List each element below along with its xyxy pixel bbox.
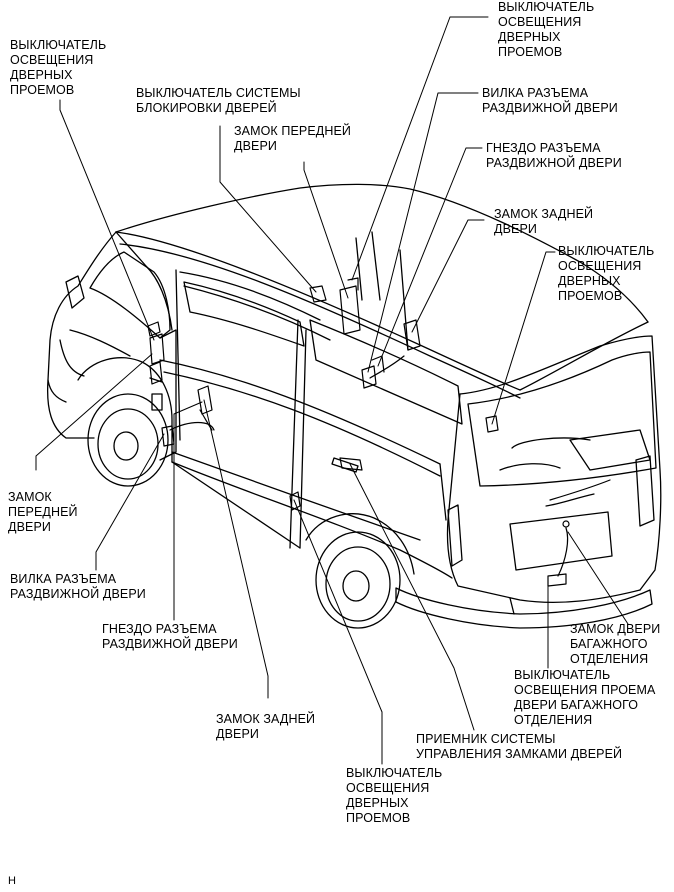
figure-code: H xyxy=(8,875,16,887)
label-line: ЗАМОК xyxy=(8,490,52,504)
label-line: ЗАМОК ПЕРЕДНЕЙ xyxy=(234,124,351,138)
label-line: ГНЕЗДО РАЗЪЕМА xyxy=(486,141,601,155)
label-line: ВЫКЛЮЧАТЕЛЬ СИСТЕМЫ xyxy=(136,86,301,100)
leader-lines xyxy=(35,16,629,765)
label-line: ПРОЕМОВ xyxy=(498,45,563,59)
label-line: ГНЕЗДО РАЗЪЕМА xyxy=(102,622,217,636)
label-line: ВИЛКА РАЗЪЕМА xyxy=(482,86,589,100)
label-line: ДВЕРИ xyxy=(8,520,51,534)
label-line: ВЫКЛЮЧАТЕЛЬ xyxy=(558,244,655,258)
van-body xyxy=(46,183,662,629)
label-line: ДВЕРНЫХ xyxy=(498,30,561,44)
label-line: ЗАМОК ДВЕРИ xyxy=(570,622,661,636)
components xyxy=(147,277,611,587)
label-line: ДВЕРИ xyxy=(216,727,259,741)
label-line: ДВЕРИ xyxy=(234,139,277,153)
luggage-door-lock-component xyxy=(547,573,567,587)
label-line: ВЫКЛЮЧАТЕЛЬ xyxy=(346,766,443,780)
label-line: ДВЕРИ БАГАЖНОГО xyxy=(514,698,639,712)
label-line: ВЫКЛЮЧАТЕЛЬ xyxy=(514,668,611,682)
label-line: РАЗДВИЖНОЙ ДВЕРИ xyxy=(10,587,146,601)
label-line: ДВЕРНЫХ xyxy=(10,68,73,82)
label-line: ДВЕРИ xyxy=(494,222,537,236)
label-line: ПРИЕМНИК СИСТЕМЫ xyxy=(416,732,556,746)
label-line: ОСВЕЩЕНИЯ ПРОЕМА xyxy=(514,683,656,697)
label-line: БЛОКИРОВКИ ДВЕРЕЙ xyxy=(136,101,277,115)
label-line: БАГАЖНОГО xyxy=(570,637,648,651)
label-line: ОСВЕЩЕНИЯ xyxy=(346,781,430,795)
label-line: ОСВЕЩЕНИЯ xyxy=(10,53,94,67)
label-line: ОТДЕЛЕНИЯ xyxy=(570,652,649,666)
label-line: ВЫКЛЮЧАТЕЛЬ xyxy=(498,0,595,14)
label-line: РАЗДВИЖНОЙ ДВЕРИ xyxy=(486,156,622,170)
label-line: ПРОЕМОВ xyxy=(558,289,623,303)
label-line: ПЕРЕДНЕЙ xyxy=(8,505,78,519)
label-line: ЗАМОК ЗАДНЕЙ xyxy=(216,712,316,726)
label-line: ДВЕРНЫХ xyxy=(346,796,409,810)
door-lock-control-switch-component xyxy=(309,285,327,303)
label-line: УПРАВЛЕНИЯ ЗАМКАМИ ДВЕРЕЙ xyxy=(416,747,623,761)
label-line: ВИЛКА РАЗЪЕМА xyxy=(10,572,117,586)
label-line: ОТДЕЛЕНИЯ xyxy=(514,713,593,727)
label-line: РАЗДВИЖНОЙ ДВЕРИ xyxy=(102,637,238,651)
label-line: ВЫКЛЮЧАТЕЛЬ xyxy=(10,38,107,52)
label-line: ОСВЕЩЕНИЯ xyxy=(498,15,582,29)
label-line: ОСВЕЩЕНИЯ xyxy=(558,259,642,273)
label-line: ПРОЕМОВ xyxy=(10,83,75,97)
front-door-lock-component xyxy=(149,333,165,365)
label-line: РАЗДВИЖНОЙ ДВЕРИ xyxy=(482,101,618,115)
label-line: ПРОЕМОВ xyxy=(346,811,411,825)
label-line: ЗАМОК ЗАДНЕЙ xyxy=(494,207,594,221)
label-line: ДВЕРНЫХ xyxy=(558,274,621,288)
